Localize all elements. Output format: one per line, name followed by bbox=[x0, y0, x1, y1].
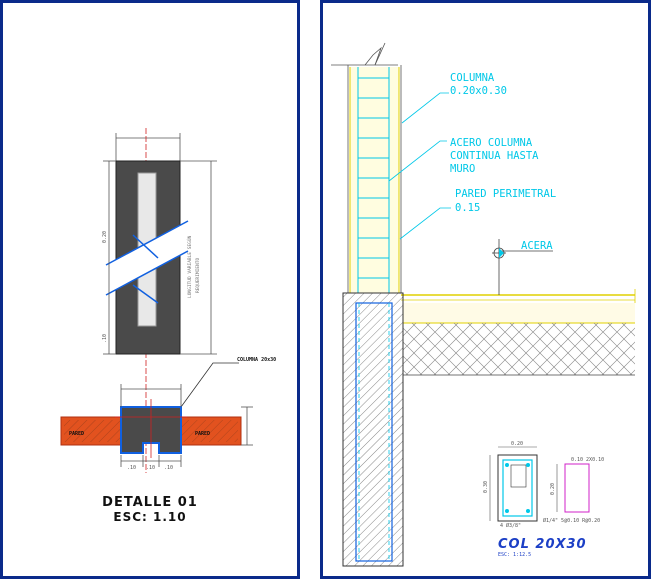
cs-bars-note: 4 Ø3/8" bbox=[500, 522, 521, 529]
stirrups-upper bbox=[358, 77, 389, 279]
right-dimension bbox=[180, 160, 217, 355]
top-dimension bbox=[115, 133, 181, 161]
col-title: COL 20X30 bbox=[498, 537, 587, 552]
acero-line-3: MURO bbox=[450, 163, 475, 175]
leader-columna bbox=[401, 92, 449, 124]
leader-pared bbox=[399, 207, 451, 240]
columna-size: 0.20x0.30 bbox=[450, 85, 507, 97]
acero-line-1: ACERO COLUMNA bbox=[450, 137, 533, 149]
acera-label: ACERA bbox=[521, 240, 553, 252]
plan-top-dimension bbox=[120, 384, 182, 407]
detail-scale: ESC: 1.10 bbox=[113, 510, 186, 524]
dim-bottom-2: .10 bbox=[146, 465, 155, 471]
pared-right-label: PARED bbox=[195, 431, 210, 437]
ground-fill bbox=[403, 323, 635, 375]
stirrup-height: 0.20 bbox=[550, 483, 556, 495]
vertical-note-1: LONGITUD VARIABLE SEGÚN bbox=[186, 235, 193, 298]
leader-acero bbox=[388, 140, 447, 182]
columna-label: COLUMNA bbox=[450, 72, 495, 84]
wall-section bbox=[342, 292, 404, 567]
detail-panel: 0.20 .10 LONGITUD VARIABLE SEGÚN REQUERI… bbox=[0, 0, 300, 579]
upper-column bbox=[331, 42, 402, 293]
pared-line-2: 0.15 bbox=[455, 202, 480, 214]
slab-fill bbox=[403, 303, 635, 323]
plan-bottom-dimension bbox=[120, 455, 182, 467]
dim-bottom-3: .10 bbox=[164, 465, 173, 471]
detail-title: DETALLE 01 bbox=[102, 495, 198, 510]
acero-line-2: CONTINUA HASTA bbox=[450, 150, 539, 162]
column-rebar-outline bbox=[355, 302, 393, 562]
svg-text:0.20: 0.20 bbox=[102, 231, 108, 243]
stirrup-note: Ø1/4" 5@0.10 R@0.20 bbox=[543, 517, 600, 524]
pared-left-label: PARED bbox=[69, 431, 84, 437]
detail-drawing: 0.20 .10 LONGITUD VARIABLE SEGÚN REQUERI… bbox=[60, 128, 276, 524]
pared-line-1: PARED PERIMETRAL bbox=[455, 188, 556, 200]
column-cross-section bbox=[489, 446, 538, 522]
section-panel: COLUMNA 0.20x0.30 ACERO COLUMNA CONTINUA… bbox=[320, 0, 651, 579]
dim-bottom-1: .10 bbox=[127, 465, 136, 471]
break-band bbox=[106, 221, 188, 295]
section-drawing: COLUMNA 0.20x0.30 ACERO COLUMNA CONTINUA… bbox=[331, 42, 636, 567]
col-subtitle: ESC: 1:12.5 bbox=[498, 552, 531, 558]
stirrup-detail bbox=[556, 463, 590, 513]
stirrup-dims: 0.10 2X0.10 bbox=[571, 457, 604, 463]
cs-height-dim: 0.30 bbox=[483, 481, 489, 493]
left-dimension bbox=[103, 160, 116, 355]
cs-width-dim: 0.20 bbox=[511, 441, 523, 447]
vertical-note-2: REQUERIMIENTO bbox=[195, 257, 201, 293]
svg-text:.10: .10 bbox=[102, 334, 108, 343]
callout-leader bbox=[180, 362, 239, 408]
column-callout: COLUMNA 20x30 bbox=[237, 357, 276, 363]
